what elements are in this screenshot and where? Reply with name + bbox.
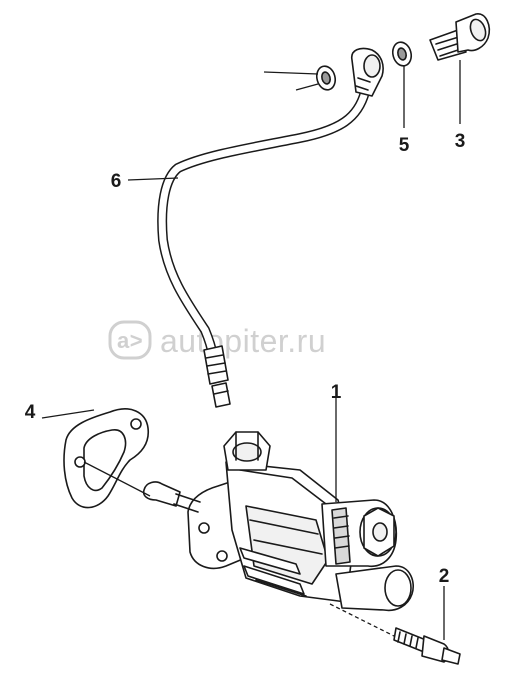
callout-1: 1 bbox=[331, 382, 342, 403]
callout-3: 3 bbox=[455, 131, 466, 152]
part-3-banjo-bolt bbox=[429, 13, 491, 61]
callout-6: 6 bbox=[111, 171, 122, 192]
leader-washer-2 bbox=[295, 83, 319, 91]
callout-5: 5 bbox=[399, 135, 410, 156]
part-4-gasket bbox=[63, 408, 150, 509]
leader-lines bbox=[41, 60, 461, 640]
callouts: 1 2 3 4 5 6 bbox=[25, 131, 466, 587]
leader-bolt-axis bbox=[329, 603, 395, 637]
part-2-bolt bbox=[393, 627, 461, 665]
watermark-logo-frame bbox=[108, 320, 152, 360]
leader-4-bottom bbox=[83, 461, 151, 497]
part-5-washer bbox=[391, 41, 413, 67]
leader-4-top bbox=[41, 409, 95, 419]
leader-6 bbox=[127, 177, 179, 181]
watermark-text: autopiter.ru bbox=[160, 323, 326, 359]
part-6-fuel-pipe bbox=[157, 47, 384, 408]
callout-2: 2 bbox=[439, 566, 450, 587]
washer-left bbox=[315, 65, 337, 91]
callout-4: 4 bbox=[25, 402, 36, 423]
part-1-fuel-pump bbox=[142, 431, 414, 612]
watermark: a> autopiter.ru bbox=[108, 320, 326, 360]
watermark-logo-glyph: a> bbox=[117, 328, 143, 353]
leader-washer bbox=[263, 71, 319, 75]
